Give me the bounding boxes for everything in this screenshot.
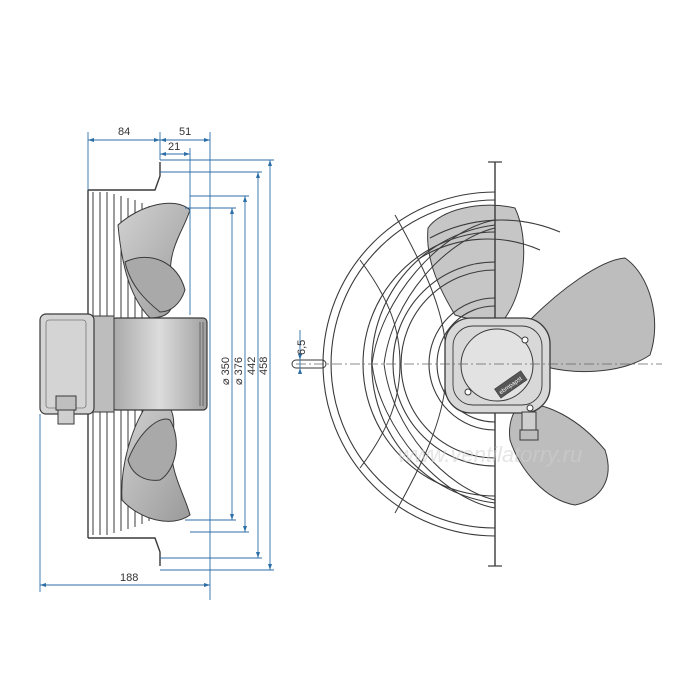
dim-6-5 (298, 330, 302, 374)
side-motor-flange (91, 315, 115, 413)
side-blade-lower-2 (127, 418, 177, 481)
dim-21-label: 21 (168, 141, 180, 153)
dim-458-label: 458 (258, 357, 270, 375)
front-guard-spokes (359, 214, 496, 514)
front-view: ebmpapst (291, 161, 662, 567)
dim-188-label: 188 (120, 572, 138, 584)
dim-84-label: 84 (118, 126, 130, 138)
dim-6-5-label: 6,5 (296, 340, 308, 355)
front-blade-top (427, 204, 525, 321)
dim-442-label: 442 (246, 357, 258, 375)
mounting-slot (291, 359, 327, 369)
side-guard-bottom-rail (88, 537, 161, 566)
side-blade-upper-2 (124, 256, 186, 313)
side-motor-rotor (111, 317, 208, 411)
side-cable-gland (55, 395, 77, 425)
front-cable-gland (519, 411, 539, 441)
dim-350-label: ⌀ 350 (220, 357, 232, 385)
side-view (39, 162, 208, 566)
dim-51-label: 51 (179, 126, 191, 138)
side-guard-top-rail (88, 162, 161, 191)
side-dimension-arrows (40, 138, 272, 587)
watermark: www.ventilatorry.ru (398, 442, 582, 467)
side-dimensions (39, 132, 274, 600)
dim-376-label: ⌀ 376 (233, 357, 245, 385)
